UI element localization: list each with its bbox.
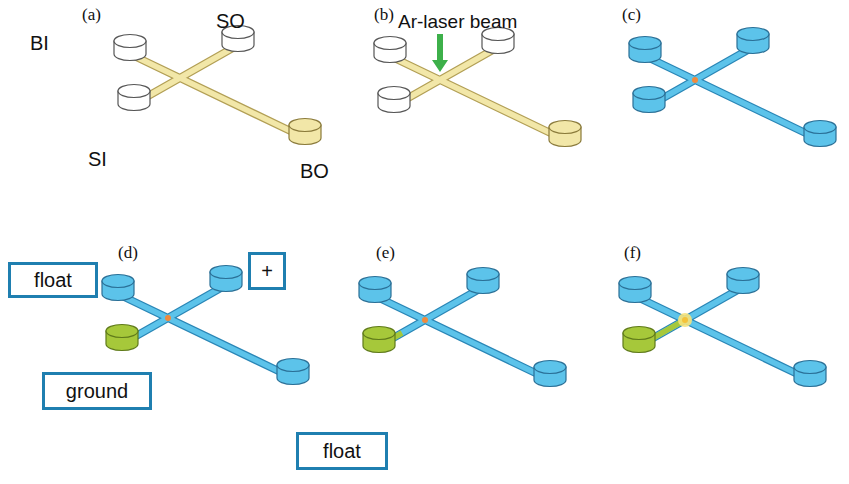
reservoir	[118, 85, 150, 111]
reservoir	[727, 268, 759, 294]
channel	[130, 45, 305, 138]
laser-spot	[165, 315, 171, 321]
channel	[645, 47, 820, 140]
channel-outline	[390, 47, 565, 140]
laser-spot	[682, 317, 688, 323]
reservoir	[359, 277, 391, 303]
channel-outline	[375, 287, 550, 380]
reservoir	[804, 121, 836, 147]
terminal-box: +	[248, 252, 286, 290]
channel-outline	[635, 287, 810, 380]
chip-a	[114, 26, 321, 145]
reservoir	[363, 327, 395, 353]
channel-outline	[118, 285, 293, 378]
terminal-box: ground	[42, 372, 152, 410]
laser-spot	[692, 77, 698, 83]
terminal-label: float	[323, 440, 361, 463]
reservoir	[114, 35, 146, 61]
terminal-box: float	[8, 262, 98, 298]
terminal-label: ground	[66, 380, 128, 403]
chip-c	[629, 28, 836, 147]
laser-arrow	[432, 34, 448, 72]
reservoir	[467, 268, 499, 294]
port-name: SO	[216, 10, 245, 32]
panel-letter: (c)	[622, 6, 641, 25]
port-name: SI	[88, 148, 107, 170]
port-name: BI	[30, 32, 49, 54]
reservoir	[629, 37, 661, 63]
reservoir	[549, 121, 581, 147]
reservoir	[794, 361, 826, 387]
light-glow	[678, 313, 692, 327]
channel	[375, 287, 550, 380]
channel	[390, 47, 565, 140]
channel-outline	[645, 47, 820, 140]
reservoir	[374, 37, 406, 63]
reservoir	[277, 359, 309, 385]
reservoir	[289, 119, 321, 145]
reservoir	[210, 266, 242, 292]
panel-letter: (f)	[624, 244, 641, 263]
terminal-box: float	[296, 432, 388, 470]
laser-spot	[422, 317, 428, 323]
port-name: BO	[300, 160, 329, 182]
reservoir	[534, 361, 566, 387]
reservoir	[737, 28, 769, 54]
terminal-label: +	[261, 260, 273, 283]
channel	[635, 287, 810, 380]
chip-e	[359, 268, 566, 387]
panel-letter: (e)	[376, 244, 395, 263]
beam-label: Ar-laser beam	[398, 12, 517, 33]
chip-f	[619, 268, 826, 387]
reservoir	[102, 275, 134, 301]
reservoir	[619, 277, 651, 303]
reservoir	[623, 327, 655, 353]
reservoir	[378, 87, 410, 113]
panel-letter: (b)	[374, 6, 394, 25]
channel-outline	[130, 45, 305, 138]
channel	[118, 285, 293, 378]
reservoir	[106, 325, 138, 351]
chip-b	[374, 28, 581, 147]
reservoir	[633, 87, 665, 113]
terminal-label: float	[34, 269, 72, 292]
panel-letter: (d)	[118, 244, 138, 263]
panel-letter: (a)	[82, 6, 101, 25]
